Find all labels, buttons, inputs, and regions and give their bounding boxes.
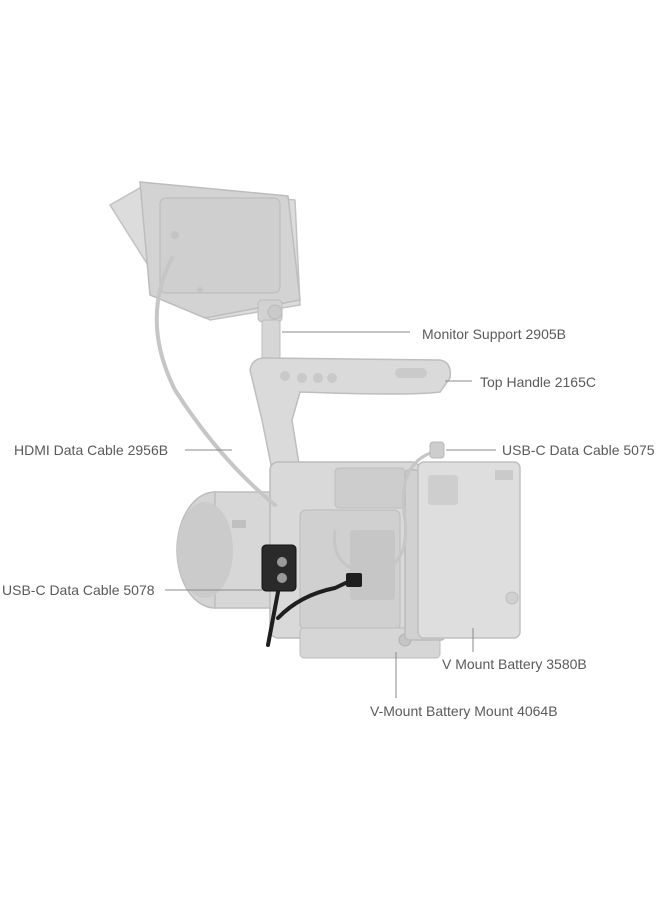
label-top-handle: Top Handle 2165C: [480, 374, 596, 390]
label-usbc-cable-5078: USB-C Data Cable 5078: [2, 582, 155, 598]
v-mount-battery-drawing: [417, 461, 521, 639]
label-hdmi-cable: HDMI Data Cable 2956B: [14, 442, 169, 458]
monitor-support-drawing: [257, 299, 283, 361]
label-v-mount-battery-mount: V-Mount Battery Mount 4064B: [370, 703, 558, 719]
lens-drawing: [176, 491, 276, 609]
usbc-5078-highlight: [261, 544, 362, 647]
hdmi-cable-drawing: [154, 256, 277, 507]
label-usbc-cable-5075: USB-C Data Cable 5075: [502, 442, 655, 458]
label-monitor-support: Monitor Support 2905B: [422, 326, 566, 342]
usbc-5075-cable-drawing: [332, 448, 441, 574]
monitor-drawing: [108, 181, 301, 321]
top-handle-drawing: [249, 357, 452, 471]
leader-lines: [165, 331, 496, 698]
label-v-mount-battery: V Mount Battery 3580B: [442, 656, 587, 672]
camera-cage-drawing: [269, 461, 441, 659]
